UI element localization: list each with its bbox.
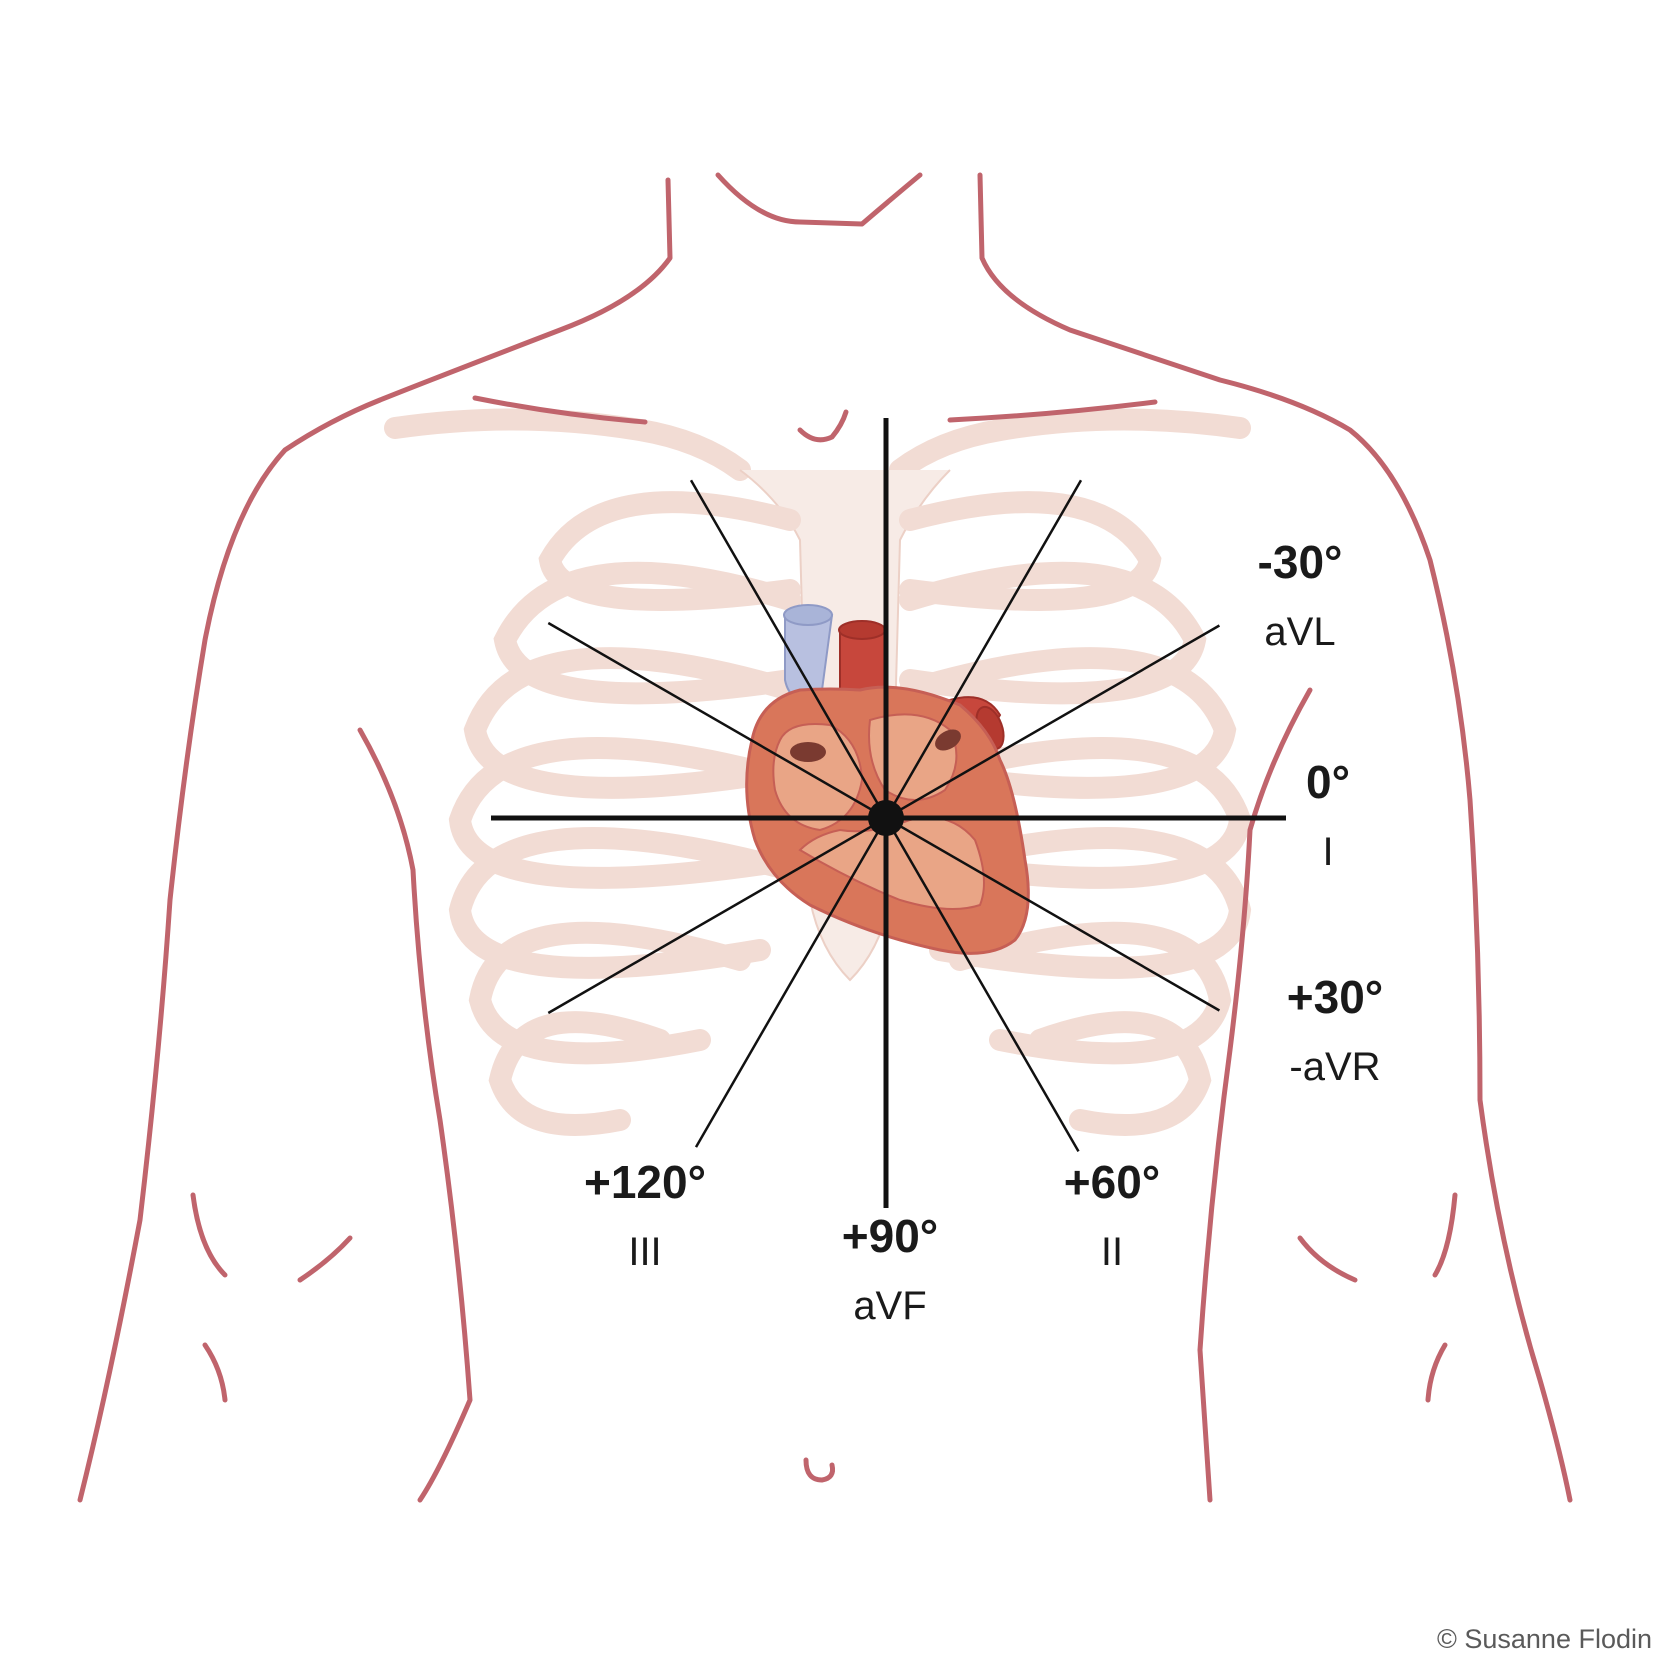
degree-label: 0° [1306,756,1350,808]
degree-label: +60° [1064,1156,1160,1208]
degree-label: +120° [584,1156,706,1208]
lead-label: III [628,1230,661,1274]
degree-label: +30° [1287,971,1383,1023]
copyright-credit: © Susanne Flodin [1437,1624,1652,1654]
lead-label: aVL [1264,610,1335,654]
lead-label: -aVR [1289,1045,1380,1089]
lead-label: aVF [853,1284,926,1328]
lead-label: I [1322,830,1333,874]
degree-label: -30° [1258,536,1343,588]
axis-origin-dot [868,800,904,836]
degree-label: +90° [842,1210,938,1262]
axis-labels: -30° aVL 0° I +30° -aVR +60° II +90° aVF +120° III [584,536,1383,1328]
lead-label: II [1101,1230,1123,1274]
torso-outline [77,172,1573,1503]
